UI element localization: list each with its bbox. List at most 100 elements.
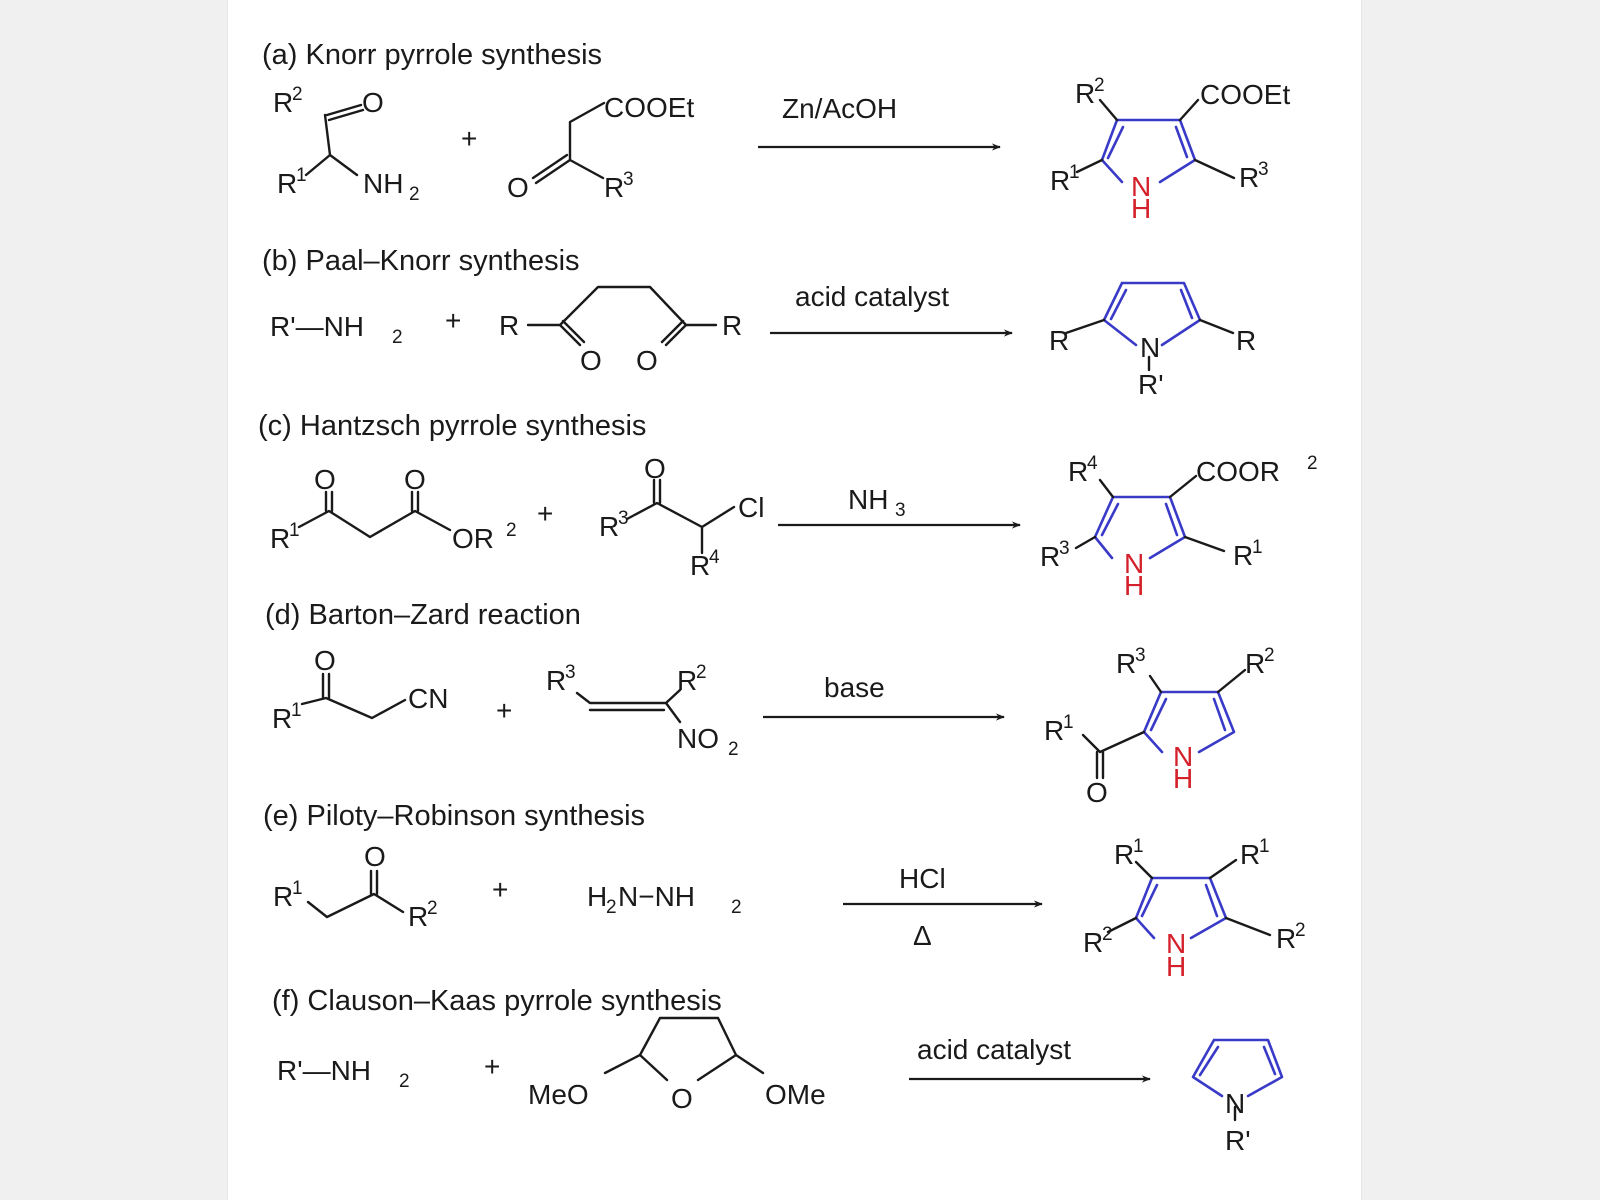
reaction-b-reactant-2: R R O O (499, 285, 742, 376)
plus-sign: + (537, 498, 553, 529)
reaction-d-header: (d) Barton–Zard reaction (265, 599, 581, 631)
superscript: 2 (292, 84, 303, 105)
reaction-d-condition: base (824, 672, 885, 703)
reaction-a: (a) Knorr pyrrole synthesis R 2 O R 1 NH… (262, 39, 1290, 224)
superscript: 3 (618, 508, 629, 529)
oxygen-label: O (580, 345, 602, 376)
hydrogen-label: H (1131, 193, 1151, 224)
substituent-label: R (1239, 162, 1259, 193)
substituent-label: R (1116, 648, 1136, 679)
oxygen-label: O (671, 1083, 693, 1114)
superscript: 2 (696, 662, 707, 683)
reaction-b-product: R R N R' (1049, 281, 1256, 400)
reaction-e-reactant-2: H 2 N−NH 2 (587, 881, 742, 918)
substituent-label: R (273, 881, 293, 912)
superscript: 3 (1135, 645, 1146, 666)
amine-label: R'—NH (277, 1055, 371, 1086)
reaction-b-condition: acid catalyst (795, 281, 949, 312)
reaction-c-header: (c) Hantzsch pyrrole synthesis (258, 410, 646, 442)
plus-sign: + (492, 874, 508, 905)
reaction-e-condition-bottom: Δ (913, 920, 932, 951)
reaction-e-reactant-1: O R 1 R 2 (273, 841, 438, 932)
nitrogen-label: N (1124, 548, 1144, 579)
reaction-a-reactant-2: COOEt O R 3 (507, 92, 694, 203)
plus-sign: + (484, 1051, 500, 1082)
superscript: 1 (292, 878, 303, 899)
hydrazine-label: H (587, 881, 607, 912)
superscript: 2 (427, 898, 438, 919)
superscript: 1 (291, 700, 302, 721)
reaction-b: (b) Paal–Knorr synthesis R'—NH 2 + R R O… (262, 245, 1256, 400)
plus-sign: + (445, 305, 461, 336)
nitrogen-label: N (1166, 928, 1186, 959)
substituent-label: R (408, 901, 428, 932)
superscript: 3 (1258, 159, 1269, 180)
oxygen-label: O (636, 345, 658, 376)
superscript: 1 (1133, 836, 1144, 857)
oxygen-label: O (314, 464, 336, 495)
reaction-b-reactant-1: R'—NH 2 (270, 311, 403, 348)
oxygen-label: O (644, 453, 666, 484)
reaction-c-product: R 4 COOR 2 R 3 N H R 1 (1040, 453, 1318, 601)
amine-label: R'—NH (270, 311, 364, 342)
superscript: 2 (1102, 924, 1113, 945)
superscript: 2 (1295, 920, 1306, 941)
nitrogen-label: N (1131, 171, 1151, 202)
superscript: 1 (296, 165, 307, 186)
substituent-label: R (1050, 165, 1070, 196)
reaction-f-condition: acid catalyst (917, 1034, 1071, 1065)
superscript: 2 (1264, 645, 1275, 666)
plus-sign: + (496, 695, 512, 726)
amine-label: NH (363, 168, 403, 199)
superscript: 4 (709, 547, 720, 568)
substituent-label: R (1083, 927, 1103, 958)
ester-label: COOEt (1200, 79, 1290, 110)
plus-sign: + (461, 123, 477, 154)
oxygen-label: O (364, 841, 386, 872)
reaction-d: (d) Barton–Zard reaction O R 1 CN + R 3 … (265, 599, 1275, 808)
reaction-d-product: R 3 R 2 R 1 O N H (1044, 645, 1275, 808)
reaction-e-header: (e) Piloty–Robinson synthesis (263, 800, 645, 832)
reaction-c: (c) Hantzsch pyrrole synthesis O O R 1 O… (258, 410, 1318, 601)
substituent-label: R (1240, 839, 1260, 870)
nitrogen-label: N (1140, 332, 1160, 363)
reaction-a-product: R 2 COOEt R 1 N H R 3 (1050, 75, 1290, 224)
substituent-label: R (272, 703, 292, 734)
substituent-label: R (1044, 715, 1064, 746)
substituent-label: R (1233, 540, 1253, 571)
substituent-label: R (1049, 325, 1069, 356)
ester-label: COOEt (604, 92, 694, 123)
reaction-a-condition: Zn/AcOH (782, 93, 897, 124)
subscript: 2 (728, 739, 739, 760)
nitro-label: NO (677, 723, 719, 754)
superscript: 3 (1059, 538, 1070, 559)
reaction-c-reactant-2: O R 3 Cl R 4 (599, 453, 764, 581)
oxygen-label: O (404, 464, 426, 495)
substituent-label: R (1276, 923, 1296, 954)
substituent-label: R (499, 310, 519, 341)
substituent-label: R (1068, 456, 1088, 487)
oxygen-label: O (507, 172, 529, 203)
substituent-label: R (604, 172, 624, 203)
substituent-label: R (1075, 78, 1095, 109)
nitrogen-label: N (1225, 1088, 1245, 1119)
superscript: 3 (565, 662, 576, 683)
substituent-label: R (1245, 648, 1265, 679)
reaction-f-reactant-2: MeO O OMe (528, 1016, 826, 1114)
superscript: 1 (1069, 162, 1080, 183)
hydrogen-label: H (1173, 763, 1193, 794)
substituent-label: R (599, 511, 619, 542)
superscript: 2 (506, 520, 517, 541)
reaction-c-condition: NH (848, 484, 888, 515)
substituent-label: R (690, 550, 710, 581)
substituent-label: R (277, 168, 297, 199)
substituent-label: R (1236, 325, 1256, 356)
substituent-label: R (722, 310, 742, 341)
superscript: 2 (1094, 75, 1105, 96)
reaction-e: (e) Piloty–Robinson synthesis O R 1 R 2 … (263, 800, 1306, 982)
subscript: 2 (606, 897, 617, 918)
subscript: 2 (392, 327, 403, 348)
methoxy-label: OMe (765, 1079, 826, 1110)
superscript: 1 (1063, 712, 1074, 733)
